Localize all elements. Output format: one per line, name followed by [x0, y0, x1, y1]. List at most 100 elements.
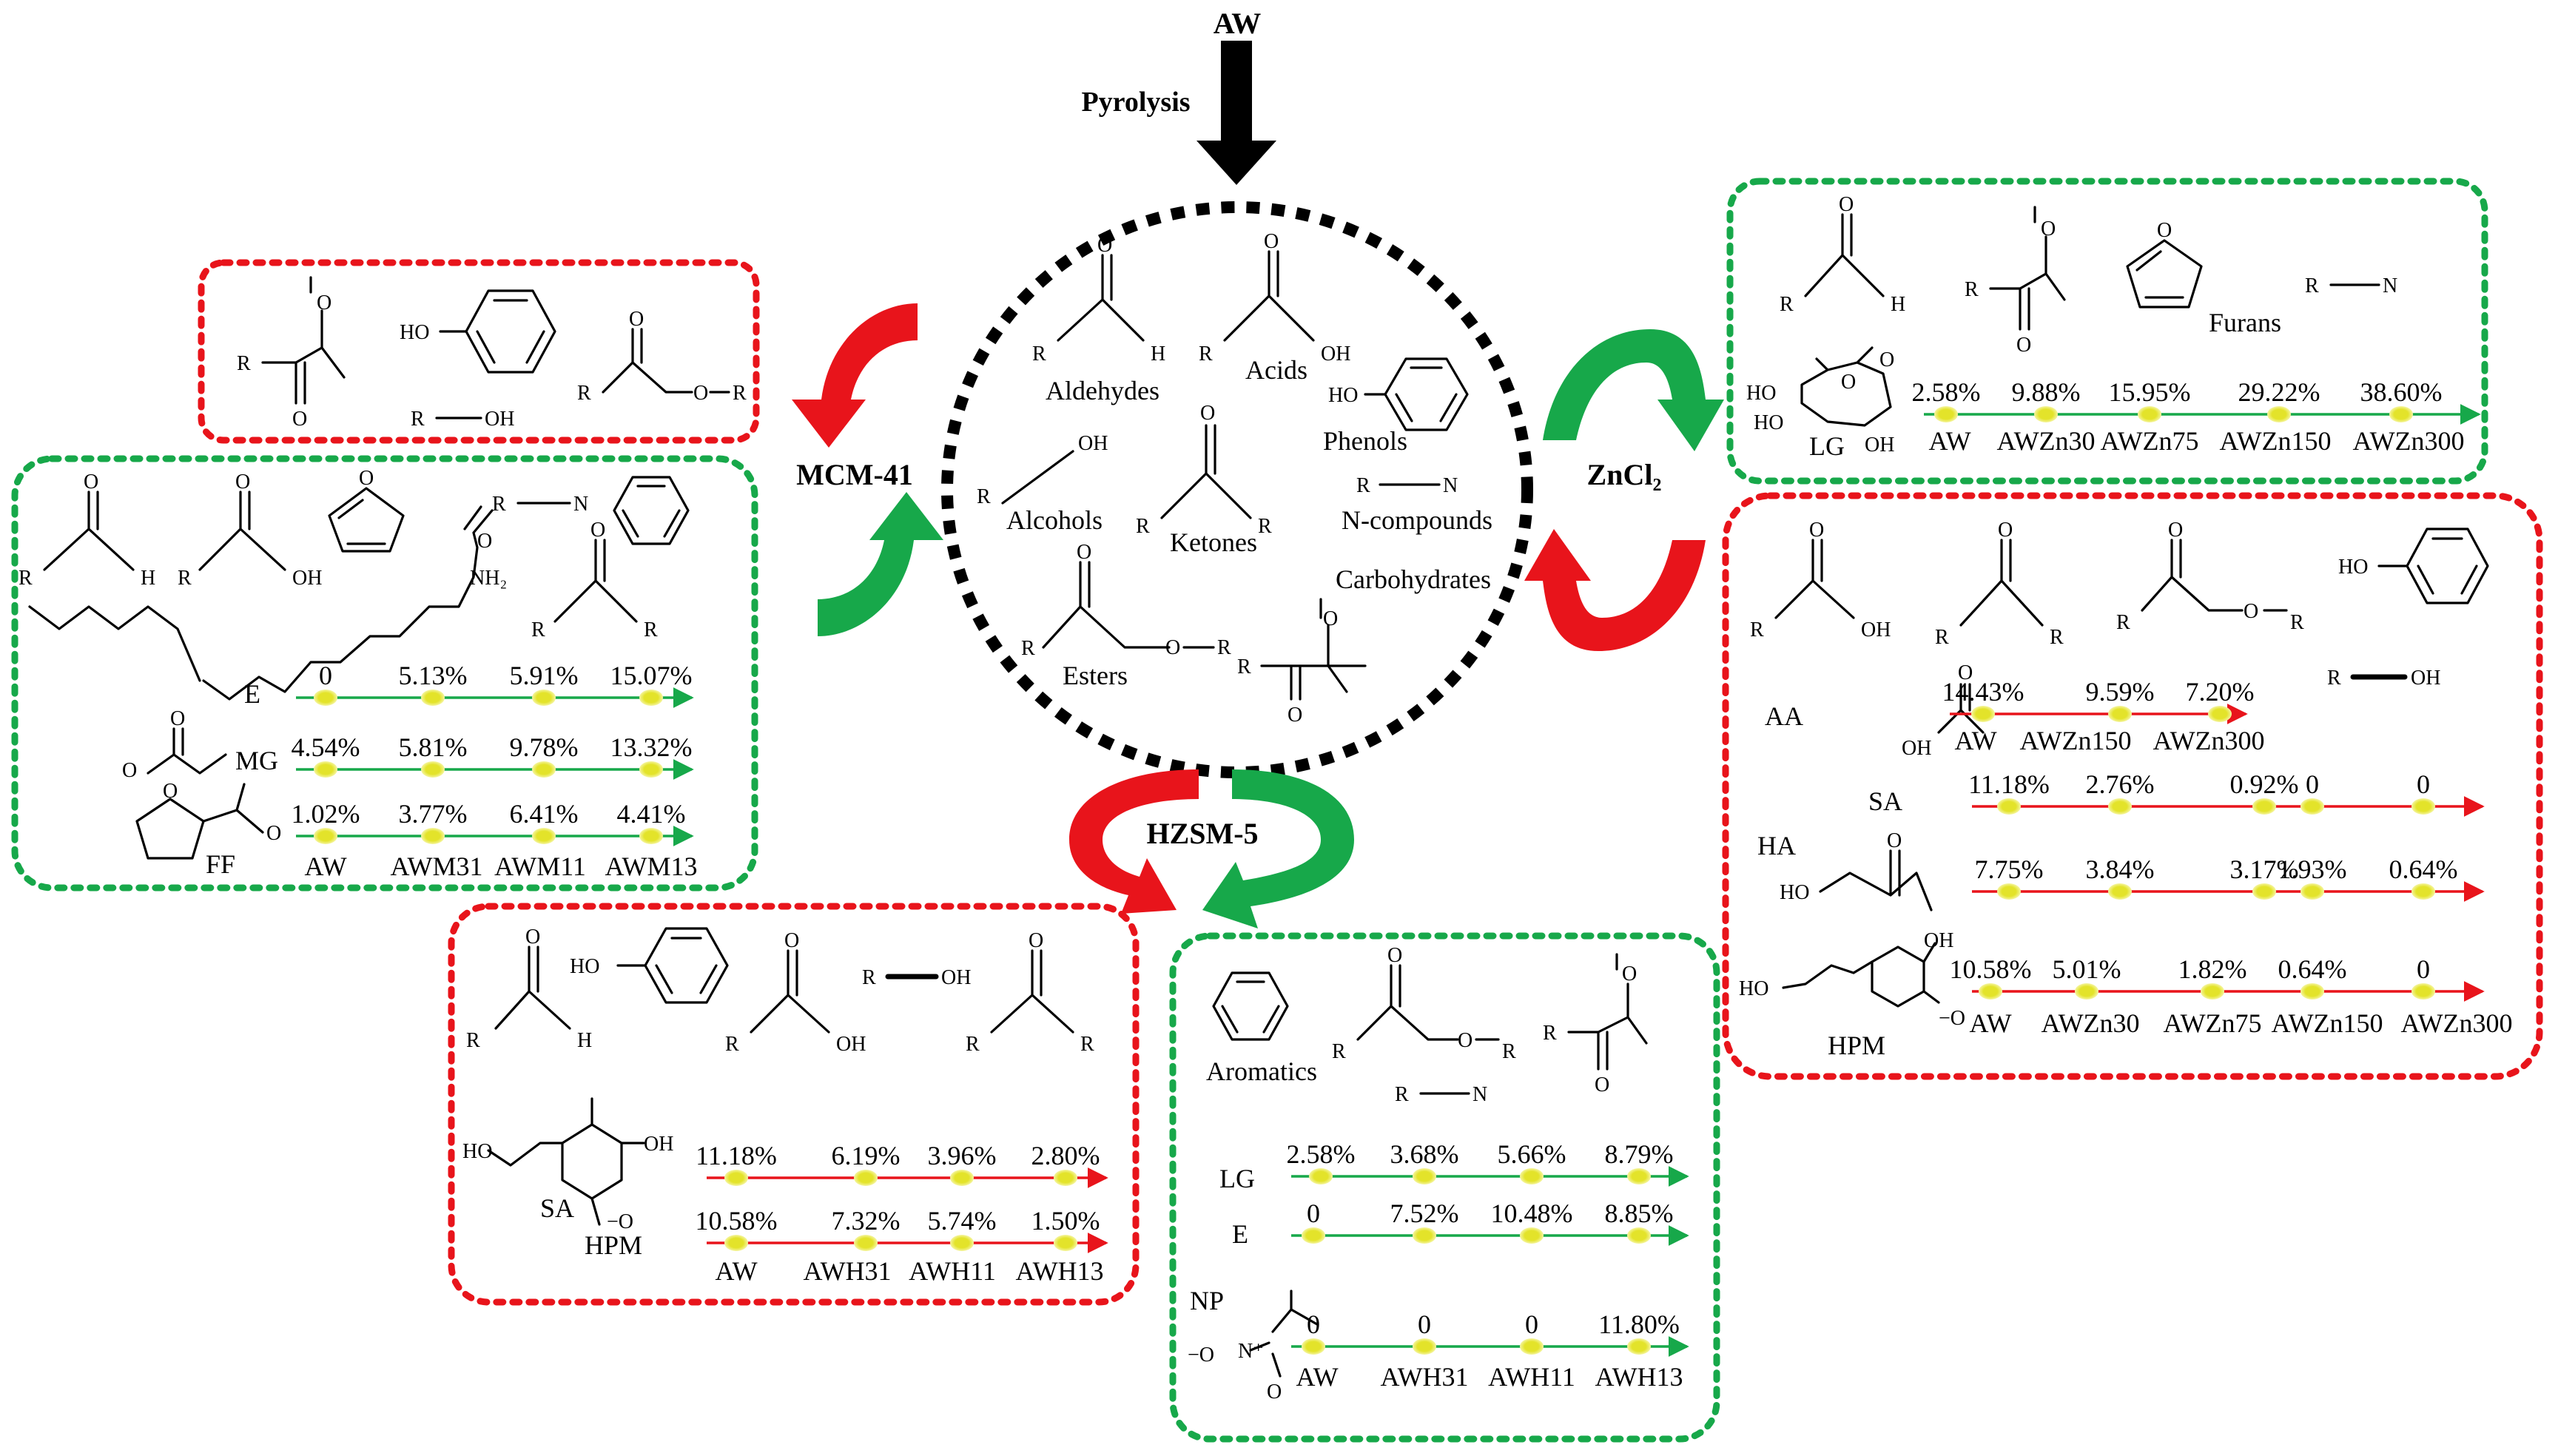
pyrolysis-arrow	[1196, 41, 1276, 185]
atom-o: O	[266, 822, 281, 845]
atom-o: O	[2016, 334, 2031, 357]
hzsm-red-panel: O R H HO O R OH R OH O R R HO OH −O SA	[448, 903, 1140, 1306]
hzsm-green-compound-np: NP	[1190, 1286, 1224, 1315]
mcm_green-row-e-value: 15.07%	[610, 661, 693, 690]
atom-r: R	[1332, 1040, 1346, 1063]
atom-o: O	[1958, 661, 1973, 684]
atom-oh: OH	[485, 408, 514, 431]
atom-o: O	[1165, 636, 1180, 659]
zn-green-arrow	[1543, 329, 1724, 451]
hzsm_green-row-e-point	[1413, 1227, 1436, 1244]
hzsm_green-row-lg-value: 2.58%	[1287, 1139, 1356, 1169]
hzsm_green-x-label: AWH31	[1380, 1362, 1468, 1392]
atom-o-minus: −O	[607, 1210, 633, 1233]
atom-r: R	[1543, 1022, 1557, 1045]
zn_green-row-lg-point	[2138, 406, 2161, 422]
hzsm-red-structures: O R H HO O R OH R OH O R R HO OH −O	[462, 926, 1094, 1233]
mcm_green-x-label: AWM11	[494, 852, 586, 881]
atom-r: R	[2327, 667, 2341, 690]
hzsm_green-x-label: AWH11	[1488, 1362, 1575, 1392]
feedstock-header: AW Pyrolysis	[1081, 7, 1276, 185]
zn_red-x-label: AWZn150	[2271, 1008, 2383, 1038]
mcm-red-arrow	[792, 303, 918, 448]
atom-oh: OH	[644, 1133, 673, 1156]
n-compounds-label: N-compounds	[1342, 505, 1492, 535]
zn_red-row-aa-point	[2208, 706, 2232, 722]
mcm-red-ester-structure: R O O	[237, 276, 346, 431]
furans-label: Furans	[2209, 308, 2281, 337]
atom-n: N	[1443, 474, 1458, 497]
mcm_green-row-ff-point	[639, 828, 663, 844]
aldehydes-structure: O R H	[1032, 234, 1165, 365]
zn_red-x-label: AWZn300	[2153, 726, 2264, 755]
atom-n: N	[1472, 1083, 1487, 1106]
hzsm_red-row-hpm-point	[1054, 1235, 1077, 1251]
hzsm_red-x-label: AWH13	[1015, 1256, 1103, 1286]
zn_red-row-ha-point	[2411, 883, 2435, 900]
zn-red-panel: O R OH O R R O R O R HO R OH O OH O	[1722, 492, 2543, 1080]
zn_red-row-sa-point	[1997, 798, 2021, 815]
atom-o: O	[235, 471, 250, 493]
atom-o: O	[2041, 218, 2056, 240]
atom-r: R	[1395, 1083, 1409, 1106]
feedstock-label: AW	[1214, 7, 1261, 40]
hzsm-green-compound-e: E	[1232, 1219, 1248, 1249]
hzsm-red-compound-sa: SA	[540, 1193, 574, 1223]
atom-r: R	[977, 485, 991, 508]
atom-o: O	[2244, 600, 2258, 623]
atom-r: R	[1199, 343, 1213, 365]
mcm_green-row-ff-point	[421, 828, 445, 844]
atom-o-minus: −O	[1188, 1344, 1214, 1366]
atom-h: H	[1891, 293, 1905, 316]
zn_red-row-aa-value: 14.43%	[1942, 677, 2024, 707]
atom-ho: HO	[2338, 556, 2368, 579]
aromatics-label: Aromatics	[1206, 1056, 1317, 1086]
hzsm_green-row-np-value: 11.80%	[1598, 1310, 1680, 1339]
atom-r: R	[1217, 636, 1231, 659]
atom-ho: HO	[570, 955, 599, 978]
mcm-label: MCM-41	[796, 458, 913, 491]
atom-oh: OH	[292, 567, 322, 590]
atom-o: O	[784, 929, 799, 952]
atom-r: R	[492, 493, 506, 516]
zn_red-row-sa-value: 0	[2306, 769, 2319, 799]
atom-o: O	[1077, 541, 1091, 564]
hzsm-green-compound-lg: LG	[1219, 1164, 1255, 1193]
mcm_green-row-e-point	[421, 690, 445, 706]
zn_green-row-lg-value: 38.60%	[2360, 377, 2443, 407]
hzsm_red-row-hpm-point	[724, 1235, 748, 1251]
alcohols-label: Alcohols	[1006, 505, 1103, 535]
atom-o: O	[84, 471, 98, 493]
atom-oh: OH	[1865, 434, 1894, 456]
hzsm_green-row-np-point	[1302, 1338, 1325, 1355]
hzsm_green-row-np-point	[1413, 1338, 1436, 1355]
hzsm_red-row-sa-point	[854, 1170, 878, 1186]
mcm_green-row-e-point	[314, 690, 337, 706]
atom-o: O	[2168, 519, 2183, 542]
zn-row-compound-ha: HA	[1757, 831, 1796, 860]
hzsm_green-row-lg-value: 8.79%	[1605, 1139, 1674, 1169]
zn_green-row-lg-point	[2034, 406, 2058, 422]
atom-o: O	[359, 467, 374, 490]
zn_green-row-lg-point	[2389, 406, 2413, 422]
hzsm_green-row-e-point	[1302, 1227, 1325, 1244]
atom-o: O	[1267, 1381, 1282, 1403]
atom-oh: OH	[1861, 619, 1891, 641]
mcm_green-row-e-value: 5.13%	[399, 661, 468, 690]
zn-row-compound-lg: LG	[1809, 431, 1845, 461]
hzsm_green-row-lg-point	[1309, 1168, 1333, 1184]
mcm-green-panel: O R H O R OH O R N O NH₂ O R	[11, 455, 758, 892]
zn_green-row-lg-value: 2.58%	[1912, 377, 1981, 407]
n-compounds-structure: R N	[1356, 474, 1458, 497]
atom-r: R	[1080, 1033, 1094, 1056]
product-circle: O R H Aldehydes O R OH Acids HO Phenols …	[941, 201, 1533, 778]
hzsm-green-arrow	[1202, 769, 1354, 928]
product-circle-border	[941, 201, 1533, 778]
hzsm_red-x-label: AWH31	[803, 1256, 891, 1286]
mcm_green-row-ff-value: 4.41%	[617, 799, 686, 829]
atom-r: R	[178, 567, 192, 590]
hzsm_red-x-label: AWH11	[909, 1256, 996, 1286]
ketones-label: Ketones	[1170, 528, 1257, 557]
